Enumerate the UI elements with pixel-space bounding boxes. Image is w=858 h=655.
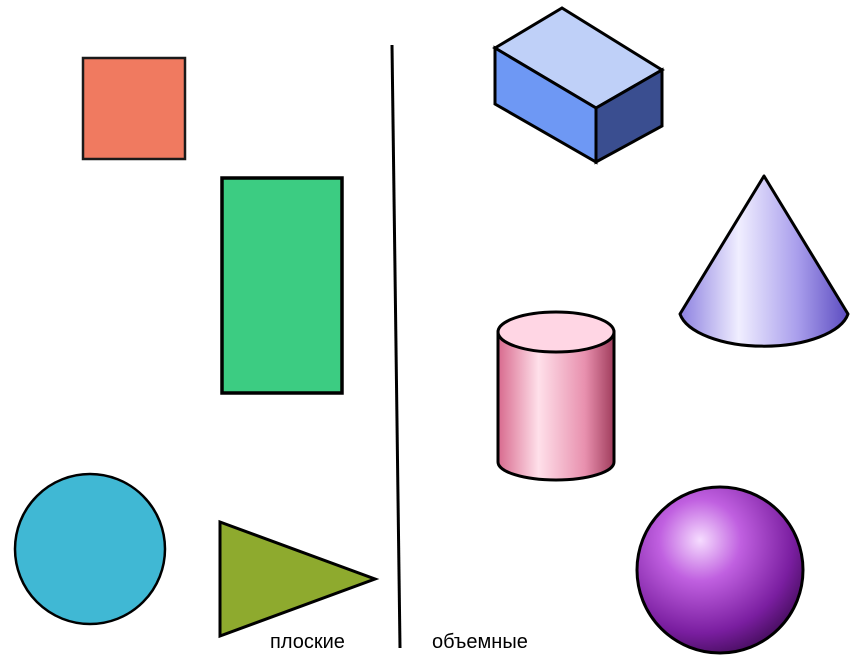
solid-shapes-label: объемные [432,631,528,653]
cylinder-top [496,310,616,354]
triangle-shape [218,519,380,639]
box-solid [492,6,665,165]
flat-shapes-label: плоские [270,631,345,653]
divider-line [390,44,402,649]
square-shape [81,56,187,161]
cone-solid [678,174,850,348]
sphere-solid [635,485,805,655]
circle-shape [13,472,167,626]
rectangle-shape [220,176,344,395]
cylinder-body [496,330,616,482]
cylinder-solid [496,310,616,482]
box-side-face [594,67,664,165]
cone-body [678,174,850,348]
